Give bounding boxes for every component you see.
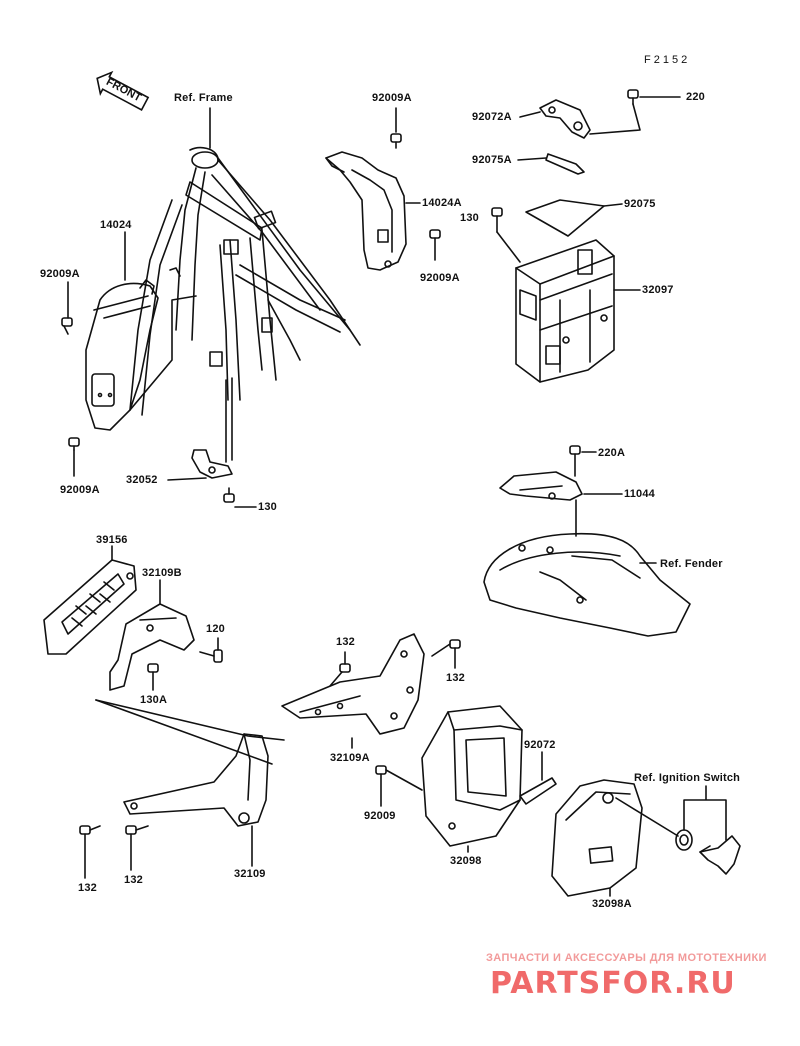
leader-92075A [517, 157, 547, 161]
battery-case-32097 [515, 239, 615, 383]
watermark-subtitle: ЗАПЧАСТИ И АКСЕССУАРЫ ДЛЯ МОТОТЕХНИКИ [486, 952, 767, 964]
bolt-92009A-c [68, 437, 80, 451]
label-14024: 14024 [100, 219, 132, 231]
fender-ref [483, 532, 691, 637]
bolt-130A [147, 663, 159, 691]
bolt-120 [199, 637, 223, 663]
label-92009A-b: 92009A [372, 92, 412, 104]
label-32109B: 32109B [142, 567, 182, 579]
bracket-32109B [109, 603, 195, 691]
bracket-32109 [123, 733, 269, 827]
label-92072A: 92072A [472, 111, 512, 123]
label-32098: 32098 [450, 855, 482, 867]
label-130-b: 130 [460, 212, 479, 224]
cover-32098A [551, 779, 643, 897]
label-ref-frame: Ref. Frame [174, 92, 233, 104]
label-132-d: 132 [124, 874, 143, 886]
bolt-132-d [125, 825, 149, 871]
label-92075: 92075 [624, 198, 656, 210]
bolt-92009A-a [61, 317, 73, 335]
label-120: 120 [206, 623, 225, 635]
label-92009A-a: 92009A [40, 268, 80, 280]
watermark-brand: PARTSFOR.RU [490, 966, 736, 1001]
arrow-icon [96, 70, 150, 111]
label-92075A: 92075A [472, 154, 512, 166]
label-11044: 11044 [624, 488, 655, 500]
bolt-132-c [79, 825, 101, 879]
label-132-c: 132 [78, 882, 97, 894]
label-132-a: 132 [336, 636, 355, 648]
leader-32052 [167, 477, 207, 481]
bolt-130-b [491, 207, 521, 263]
pad-92075 [525, 199, 623, 237]
label-ref-fender: Ref. Fender [660, 558, 723, 570]
label-132-b: 132 [446, 672, 465, 684]
label-32109: 32109 [234, 868, 266, 880]
bolt-220 [589, 89, 681, 135]
leader-ignition-link [615, 797, 679, 837]
bracket-11044 [499, 471, 583, 501]
bolt-132-a [329, 651, 351, 687]
bracket-92072 [519, 751, 557, 805]
bolt-92009 [375, 765, 423, 807]
label-14024A: 14024A [422, 197, 462, 209]
label-92009: 92009 [364, 810, 396, 822]
label-32098A: 32098A [592, 898, 632, 910]
frame-drawing [129, 146, 361, 416]
label-92072: 92072 [524, 739, 556, 751]
leader-92072A [519, 111, 541, 118]
bolt-92009A-b [390, 133, 402, 149]
figure-code: F2152 [644, 54, 691, 66]
label-92009A-d: 92009A [420, 272, 460, 284]
bracket-32109A [281, 633, 425, 735]
side-cover-14024 [85, 279, 197, 431]
label-130A: 130A [140, 694, 168, 706]
label-32097: 32097 [642, 284, 674, 296]
label-32109A: 32109A [330, 752, 370, 764]
assembly-line-b [95, 699, 273, 765]
leader-ref-ignition [683, 785, 727, 841]
ignition-switch-ref [675, 829, 741, 875]
label-220: 220 [686, 91, 705, 103]
cover-14024A [325, 151, 407, 271]
strap-92075A [545, 153, 585, 175]
bolt-92009A-d [429, 229, 441, 261]
box-32098 [421, 705, 523, 847]
bolt-220A [569, 445, 597, 477]
bolt-132-b [431, 639, 461, 669]
label-220A: 220A [598, 447, 626, 459]
label-39156: 39156 [96, 534, 128, 546]
label-ref-ignition-switch: Ref. Ignition Switch [634, 772, 741, 784]
clamp-92072A [539, 99, 591, 139]
label-130-a: 130 [258, 501, 277, 513]
label-92009A-c: 92009A [60, 484, 100, 496]
front-orientation-arrow: FRONT [88, 64, 153, 118]
bolt-130-a [223, 487, 257, 508]
bracket-32052 [191, 377, 233, 479]
assembly-line-a [95, 699, 285, 741]
label-32052: 32052 [126, 474, 158, 486]
